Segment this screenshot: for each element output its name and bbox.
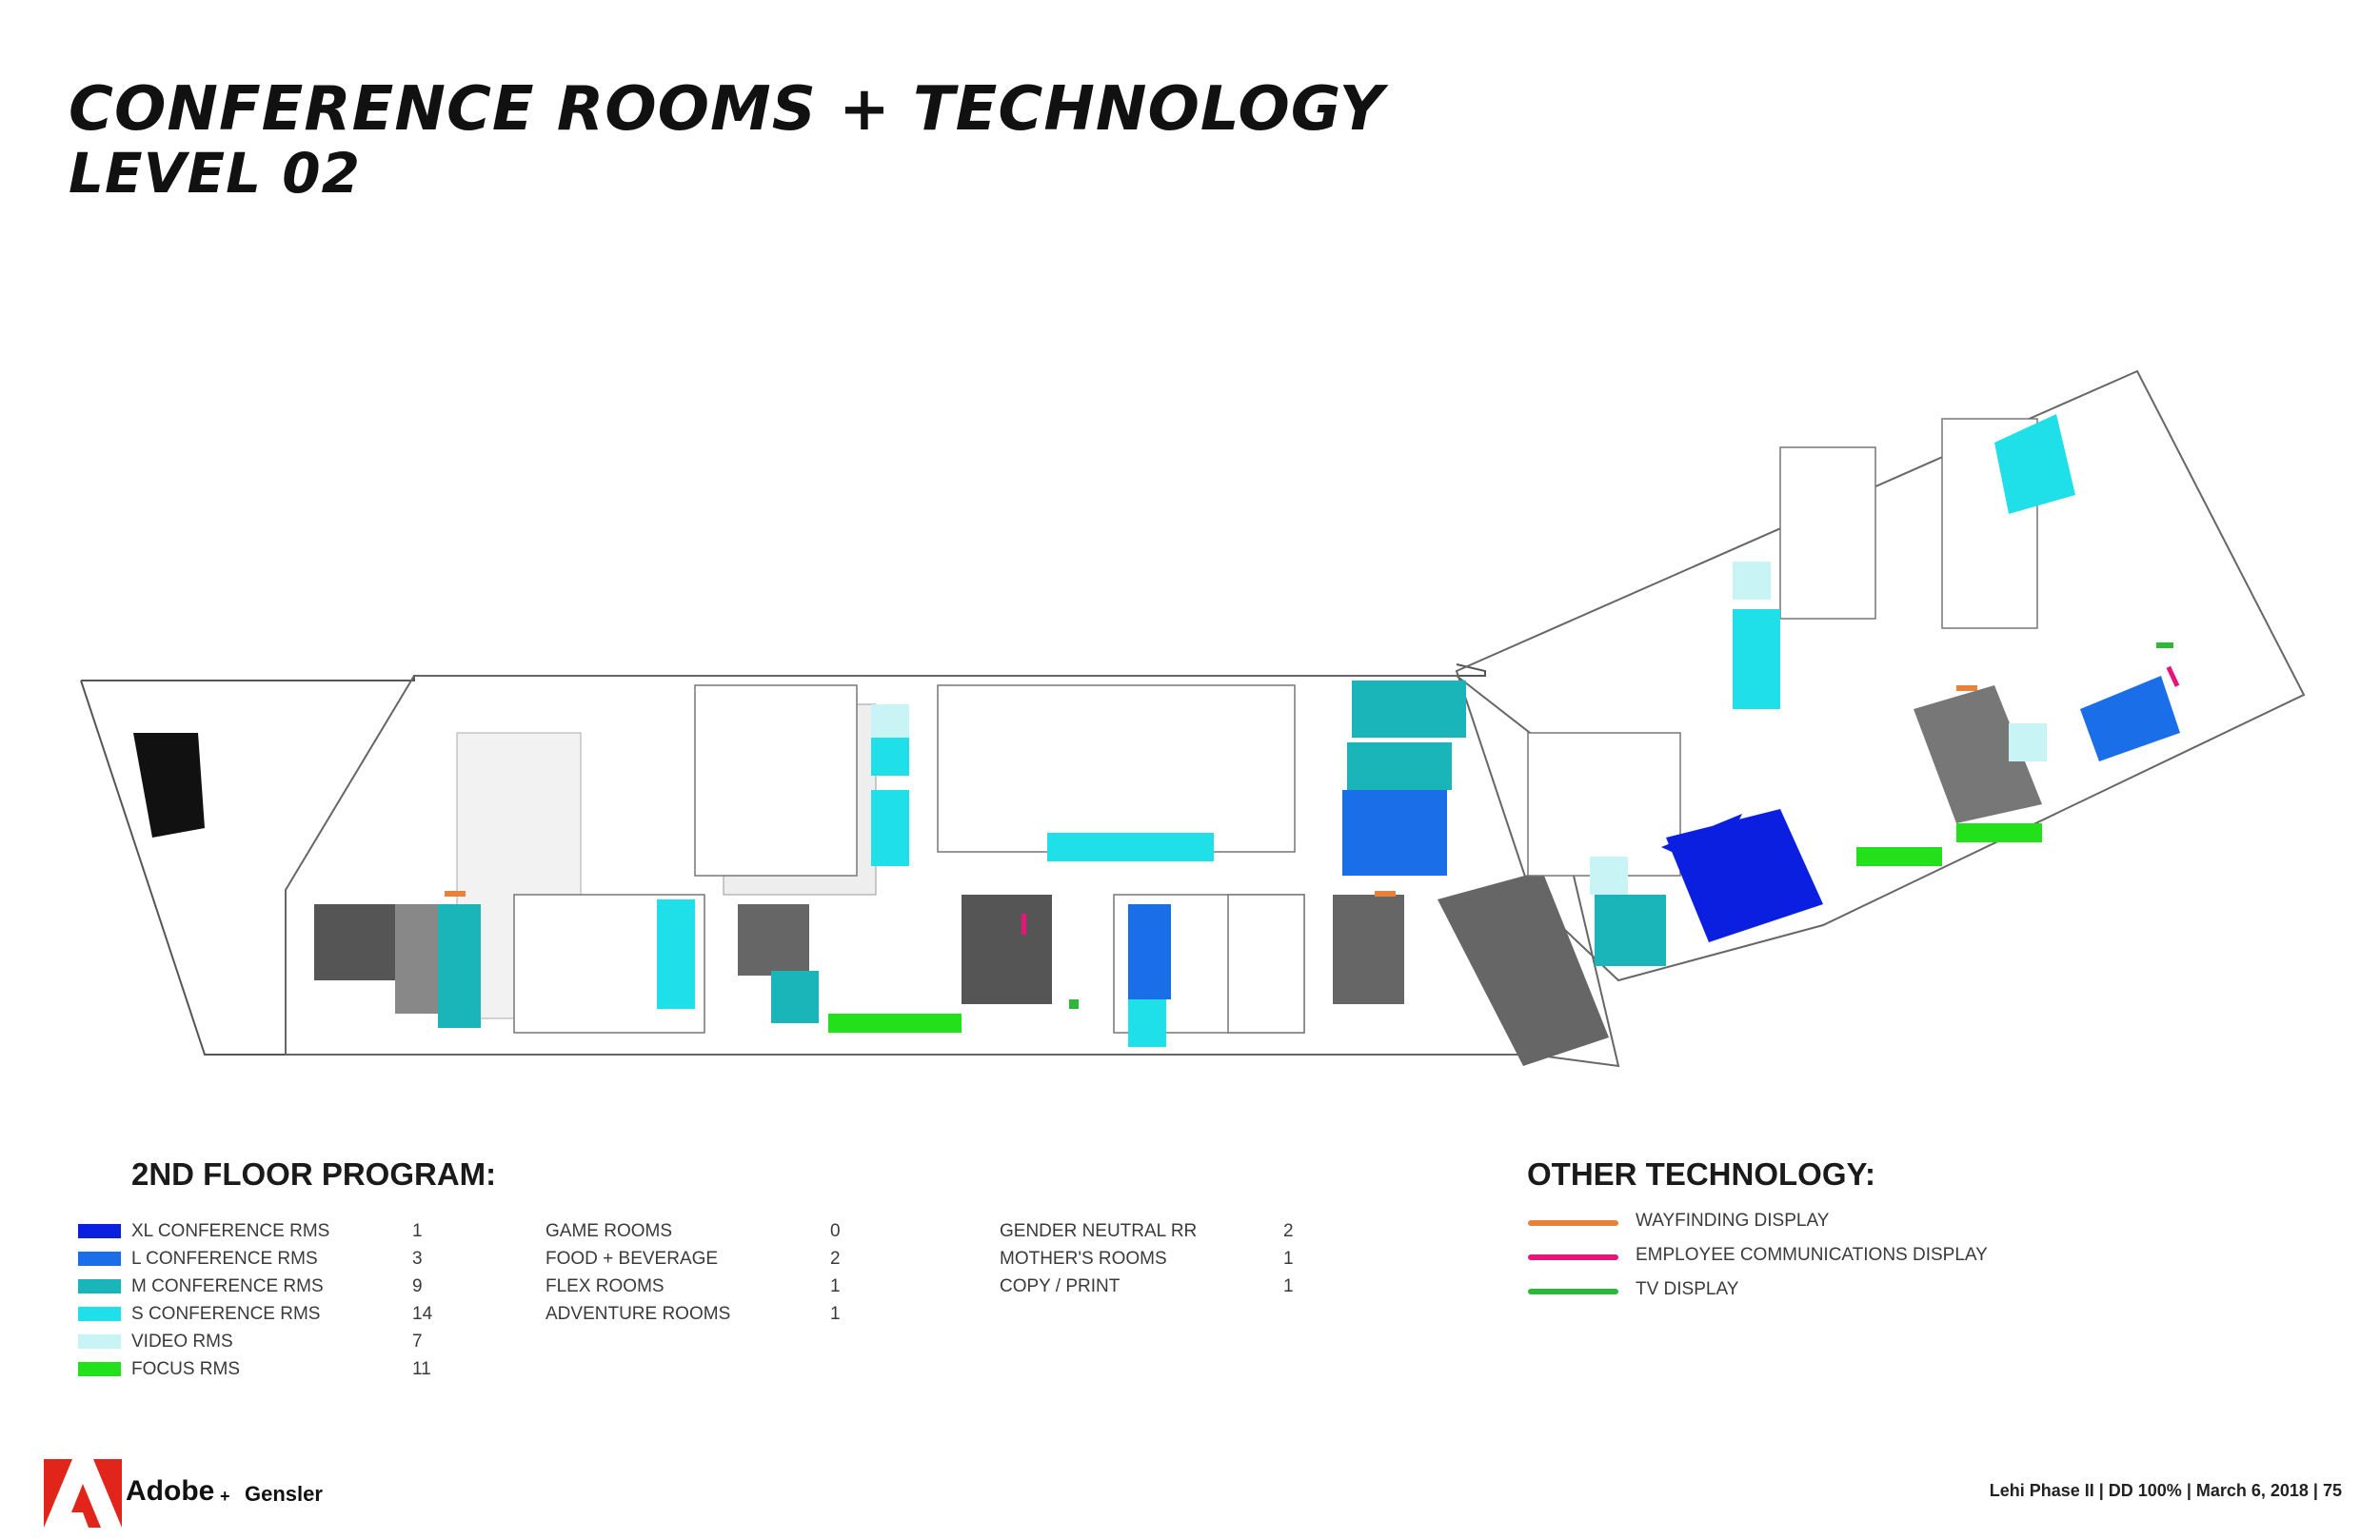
legend-label: S CONFERENCE RMS	[131, 1304, 321, 1324]
legend-label: TV DISPLAY	[1636, 1279, 1739, 1299]
legend-count: 9	[412, 1276, 423, 1296]
legend-count: 14	[412, 1304, 433, 1324]
legend-label: XL CONFERENCE RMS	[131, 1221, 330, 1241]
page-title: Conference Rooms + Technology	[69, 74, 1385, 145]
swatch-m	[78, 1279, 121, 1293]
swatch-focus	[78, 1362, 121, 1376]
swatch-video	[78, 1334, 121, 1349]
legend-label: FOOD + BEVERAGE	[545, 1249, 719, 1269]
legend-label: FOCUS RMS	[131, 1359, 240, 1379]
swatch-s	[78, 1307, 121, 1321]
footer-info: Lehi Phase II | DD 100% | March 6, 2018 …	[1989, 1481, 2342, 1500]
legend-count: 1	[830, 1304, 841, 1324]
legend-label: WAYFINDING DISPLAY	[1636, 1211, 1830, 1231]
legend-count: 2	[830, 1249, 841, 1269]
legend-count: 1	[830, 1276, 841, 1296]
legend-count: 0	[830, 1221, 841, 1241]
legend-count: 1	[1283, 1276, 1294, 1296]
legend-label: FLEX ROOMS	[545, 1276, 664, 1296]
legend-count: 7	[412, 1332, 423, 1352]
swatch-l	[78, 1252, 121, 1266]
swatch-xl	[78, 1224, 121, 1238]
legend-label: L CONFERENCE RMS	[131, 1249, 318, 1269]
brand-gensler: Gensler	[245, 1482, 323, 1506]
wayfinding-line-swatch	[1528, 1220, 1618, 1226]
legend-label: MOTHER'S ROOMS	[1000, 1249, 1167, 1269]
legend-count: 1	[1283, 1249, 1294, 1269]
legend-label: GAME ROOMS	[545, 1221, 673, 1241]
legend-label: COPY / PRINT	[1000, 1276, 1121, 1296]
brand-adobe: Adobe	[126, 1475, 215, 1507]
legend-count: 2	[1283, 1221, 1294, 1241]
tv-line-swatch	[1528, 1289, 1618, 1294]
legend-label: M CONFERENCE RMS	[131, 1276, 324, 1296]
legend-label: VIDEO RMS	[131, 1332, 233, 1352]
legend-label: GENDER NEUTRAL RR	[1000, 1221, 1198, 1241]
employee-comm-line-swatch	[1528, 1254, 1618, 1260]
legend-label: EMPLOYEE COMMUNICATIONS DISPLAY	[1636, 1245, 1988, 1265]
adobe-logo-icon	[44, 1459, 122, 1528]
legend-count: 3	[412, 1249, 423, 1269]
legend-count: 1	[412, 1221, 423, 1241]
program-heading: 2ND FLOOR PROGRAM:	[131, 1156, 497, 1192]
other-tech-heading: OTHER TECHNOLOGY:	[1527, 1156, 1876, 1192]
legend-count: 11	[412, 1359, 431, 1379]
page-subtitle: Level 02	[69, 141, 361, 206]
brand-plus: +	[220, 1487, 230, 1506]
legend-label: ADVENTURE ROOMS	[545, 1304, 731, 1324]
